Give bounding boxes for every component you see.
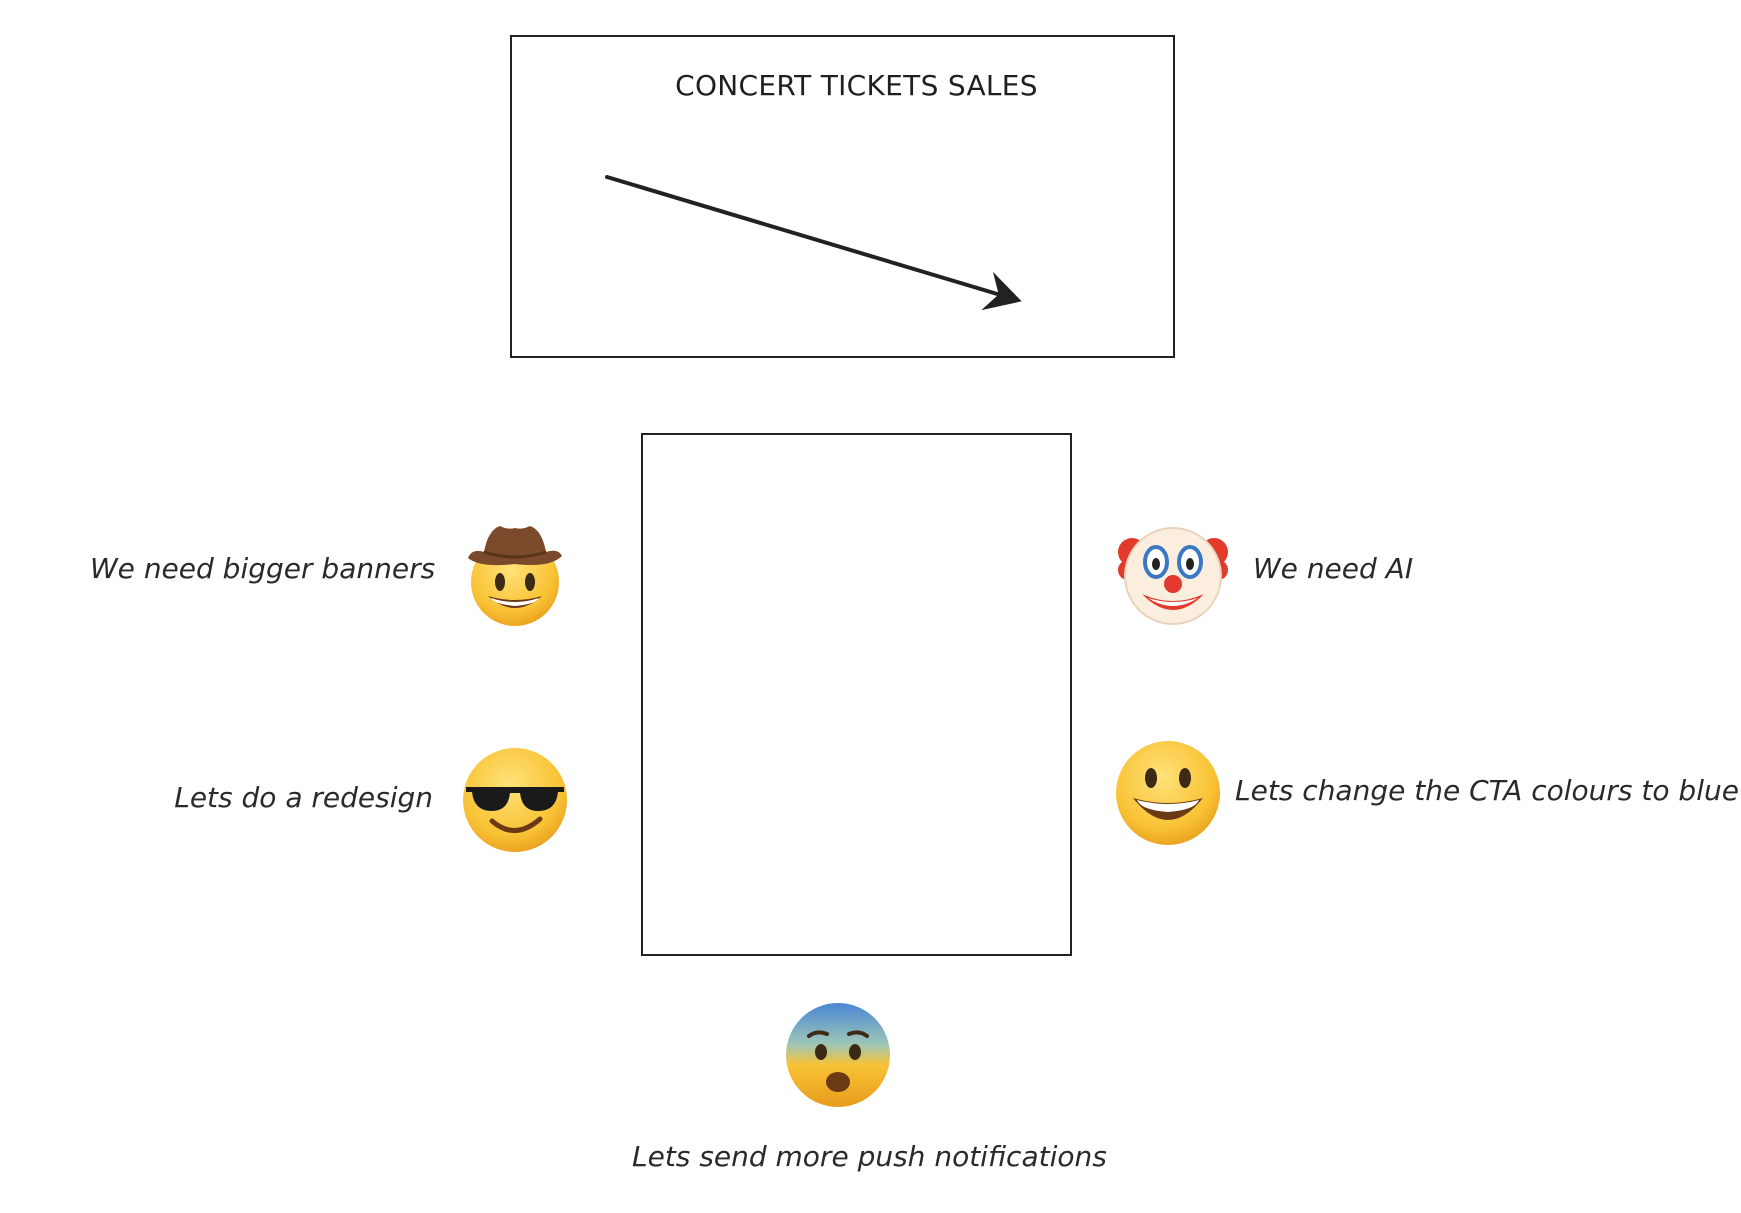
chart-title: CONCERT TICKETS SALES (675, 69, 1038, 102)
idea-need-ai: We need AI (1253, 552, 1414, 585)
idea-bigger-banners: We need bigger banners (90, 552, 436, 585)
idea-redesign: Lets do a redesign (174, 781, 433, 814)
cowboy-face-icon (468, 526, 562, 626)
downward-trend-arrow-icon (605, 175, 1022, 311)
phone-screen-frame (641, 433, 1072, 956)
clown-face-icon (1118, 527, 1228, 625)
anxious-face-icon (786, 1003, 890, 1107)
idea-cta-blue: Lets change the CTA colours to blue (1235, 774, 1739, 807)
idea-push-notifications: Lets send more push notifications (632, 1140, 1107, 1173)
sales-chart-box: CONCERT TICKETS SALES (510, 35, 1175, 358)
sunglasses-face-icon (463, 748, 567, 852)
grinning-face-icon (1116, 741, 1220, 845)
